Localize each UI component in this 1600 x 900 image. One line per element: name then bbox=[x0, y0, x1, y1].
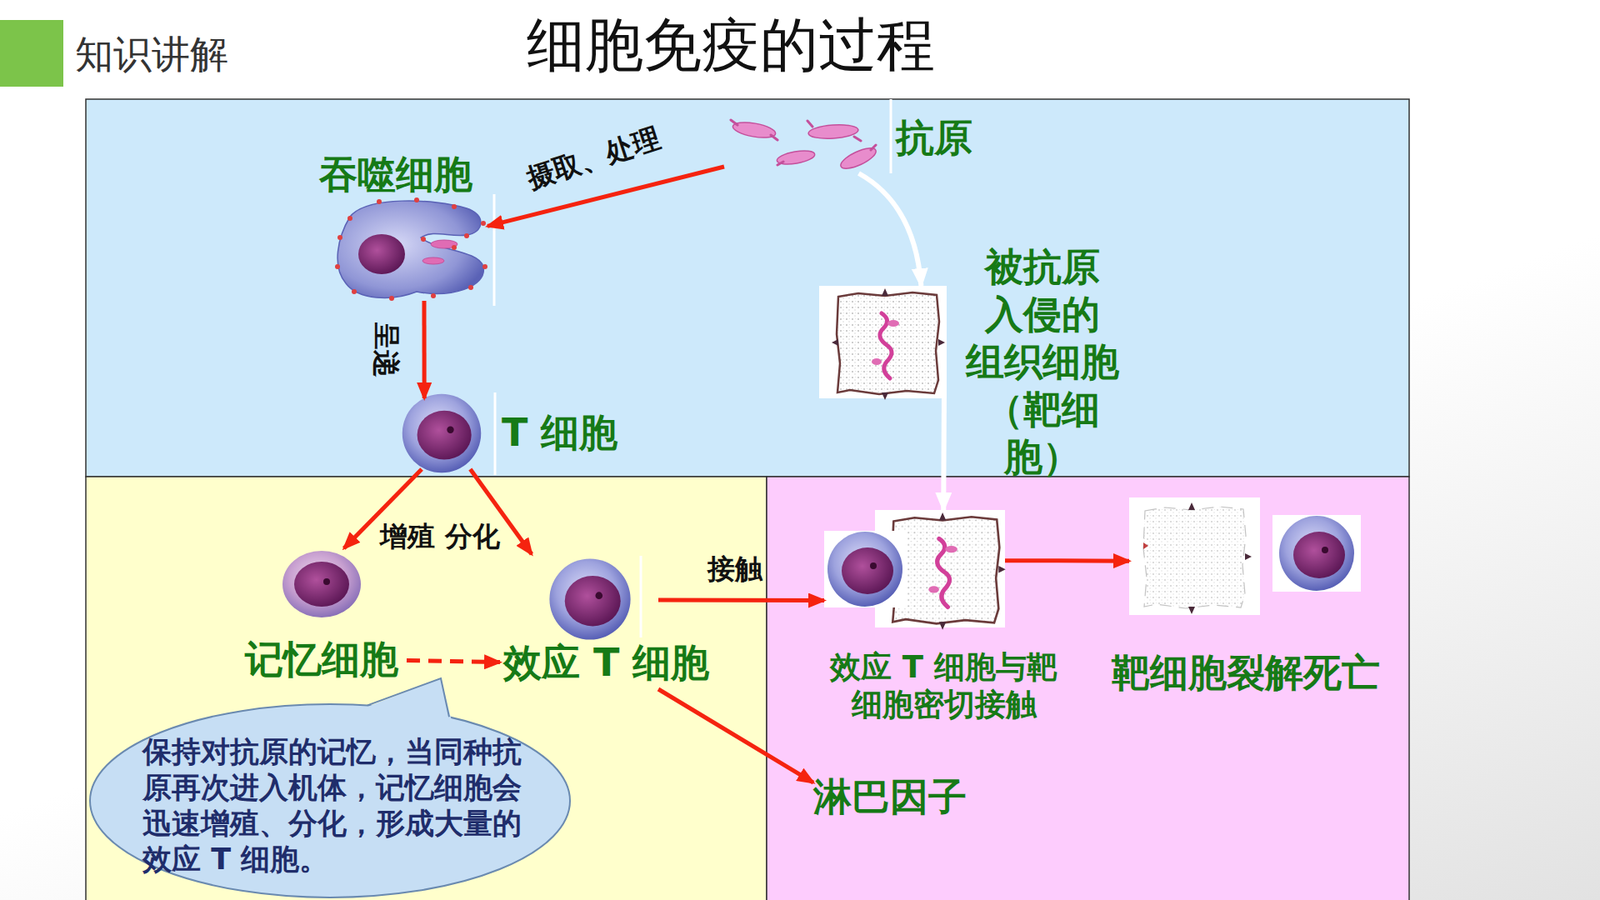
pink-panel bbox=[766, 476, 1410, 900]
slide-title: 细胞免疫的过程 bbox=[526, 10, 935, 80]
edge-label: 接触 bbox=[707, 552, 763, 586]
red-arrow bbox=[1005, 558, 1130, 564]
callout-ellipse bbox=[90, 704, 570, 898]
antigen-blob bbox=[808, 123, 860, 140]
cell-node: 记忆细胞 bbox=[241, 548, 407, 685]
t-cell-illustration bbox=[402, 394, 482, 474]
red-arrow bbox=[658, 689, 814, 783]
phagocyte-body bbox=[337, 200, 484, 298]
dashed-arrow bbox=[406, 660, 500, 662]
yellow-panel bbox=[85, 476, 767, 900]
red-arrow bbox=[421, 300, 426, 399]
cell-label: 效应 T 细胞与靶 细胞密切接触 bbox=[825, 648, 1063, 724]
callout-text: 保持对抗原的记忆，当同种抗 原再次进入机体，记忆细胞会 迅速增殖、分化，形成大量… bbox=[142, 734, 528, 878]
target-cell-illustration bbox=[831, 288, 945, 400]
edge-label: 呈递 bbox=[369, 322, 403, 378]
effector-t-cell-illustration bbox=[1279, 515, 1355, 591]
cell-label: 记忆细胞 bbox=[245, 636, 399, 683]
cell-label: T 细胞 bbox=[501, 410, 618, 456]
engulfed-antigen bbox=[422, 257, 445, 265]
callout-tail-outline bbox=[367, 678, 450, 717]
callout-bubble: 保持对抗原的记忆，当同种抗 原再次进入机体，记忆细胞会 迅速增殖、分化，形成大量… bbox=[88, 702, 572, 900]
effector-t-cell-illustration bbox=[827, 531, 903, 607]
cell-label: 抗原 bbox=[895, 115, 973, 161]
edge-label: 增殖 分化 bbox=[380, 520, 500, 554]
red-arrow bbox=[658, 598, 825, 603]
memory-cell-illustration bbox=[282, 550, 361, 618]
antigen-spikes bbox=[730, 120, 876, 165]
cell-node: T 细胞 bbox=[398, 398, 485, 470]
divider-lines bbox=[494, 99, 891, 638]
cell-node: 靶细胞裂解死亡 bbox=[1129, 497, 1360, 615]
phagocyte-nucleus bbox=[358, 234, 405, 275]
image-background bbox=[1272, 515, 1361, 592]
phagocyte-dots bbox=[335, 197, 488, 301]
factor-node: 淋巴因子 bbox=[813, 773, 977, 820]
cell-label: 靶细胞裂解死亡 bbox=[1111, 650, 1380, 696]
red-arrow bbox=[487, 166, 725, 226]
cell-label: 效应 T 细胞 bbox=[503, 640, 710, 686]
image-background bbox=[824, 530, 908, 608]
cell-node: 被抗原 入侵的 组织细胞 （靶细 胞） bbox=[819, 285, 947, 399]
section-label: 知识讲解 bbox=[75, 31, 229, 78]
cell-node: 效应 T 细胞 bbox=[500, 554, 659, 690]
header-mark bbox=[0, 20, 64, 87]
callout-tail bbox=[363, 678, 452, 721]
image-background bbox=[1129, 497, 1260, 615]
lysed-target-illustration bbox=[1143, 502, 1252, 615]
edge-label: 摄取、处理 bbox=[522, 121, 664, 196]
effector-t-cell-illustration bbox=[549, 558, 630, 640]
cell-label: 被抗原 入侵的 组织细胞 （靶细 胞） bbox=[962, 243, 1123, 481]
cell-label: 吞噬细胞 bbox=[319, 151, 473, 198]
cell-node: 效应 T 细胞与靶 细胞密切接触 bbox=[824, 510, 1005, 628]
white-arrow bbox=[859, 173, 922, 286]
blue-panel bbox=[85, 99, 1410, 477]
cell-node: 抗原 bbox=[724, 117, 883, 174]
cell-label: 淋巴因子 bbox=[813, 774, 967, 820]
antigen-illustration bbox=[730, 120, 879, 173]
broken-membrane bbox=[1143, 506, 1246, 609]
phagocyte-illustration bbox=[335, 197, 488, 301]
white-arrow bbox=[940, 398, 947, 510]
membrane-spikes bbox=[1188, 502, 1252, 615]
cell-node: 吞噬细胞 bbox=[336, 194, 488, 301]
debris bbox=[1143, 542, 1149, 550]
antigen-blob bbox=[731, 120, 777, 141]
